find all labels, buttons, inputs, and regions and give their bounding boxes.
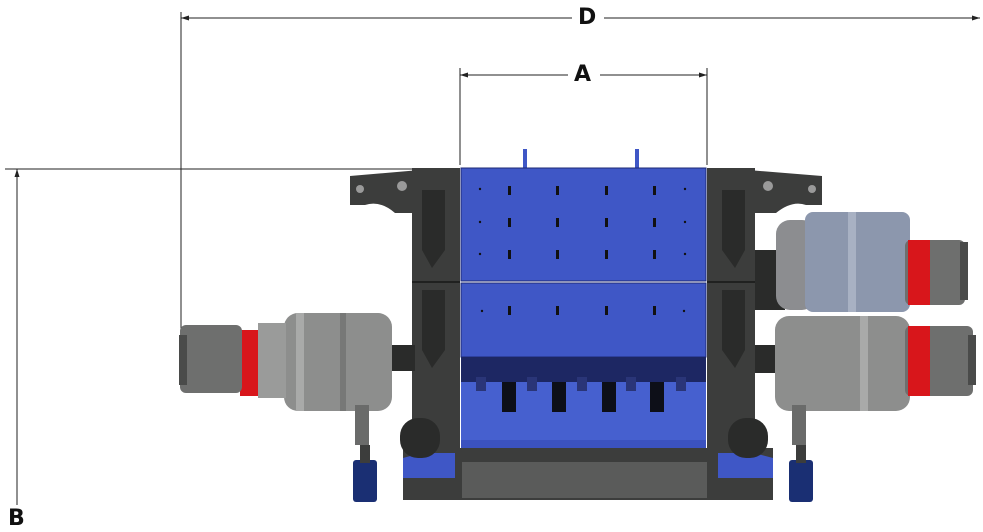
lift-lug-right [635, 149, 639, 171]
dimension-lines [5, 12, 980, 505]
right-lower-motor [755, 316, 976, 502]
dimension-label-b: B [4, 508, 29, 530]
cutter-base-blue [461, 440, 706, 448]
bracket-right [748, 170, 822, 213]
right-foot [789, 460, 813, 502]
cutter-panel [461, 382, 706, 444]
hopper-body [460, 149, 707, 448]
dim-d-arrow-right [972, 15, 980, 21]
right-upper-motor [755, 212, 968, 312]
base-cylinders [400, 418, 768, 458]
side-frame-left [412, 168, 460, 453]
right-lower-housing [775, 316, 910, 411]
left-foot [353, 460, 377, 502]
base-frame [403, 448, 773, 500]
lower-panel [460, 282, 707, 358]
lift-lug-left [523, 149, 527, 171]
left-gearbox [284, 313, 392, 411]
top-brackets [350, 170, 822, 213]
cutter-teeth [476, 377, 686, 412]
dimension-label-a: A [570, 64, 596, 86]
dim-d-arrow-left [181, 15, 189, 21]
dim-a-arrow-right [699, 72, 707, 78]
side-frame-right [707, 168, 755, 453]
panel-slots [478, 186, 687, 315]
dim-b-arrow-top [14, 169, 20, 177]
left-motor [179, 313, 415, 502]
base-wedge-right [718, 448, 773, 478]
right-lower-red-band [908, 326, 930, 396]
right-upper-red-band [908, 240, 930, 305]
dimension-label-d: D [574, 7, 601, 29]
left-red-band [240, 330, 260, 396]
upper-panel [460, 167, 707, 282]
dim-a-arrow-left [460, 72, 468, 78]
bracket-left [350, 170, 420, 213]
